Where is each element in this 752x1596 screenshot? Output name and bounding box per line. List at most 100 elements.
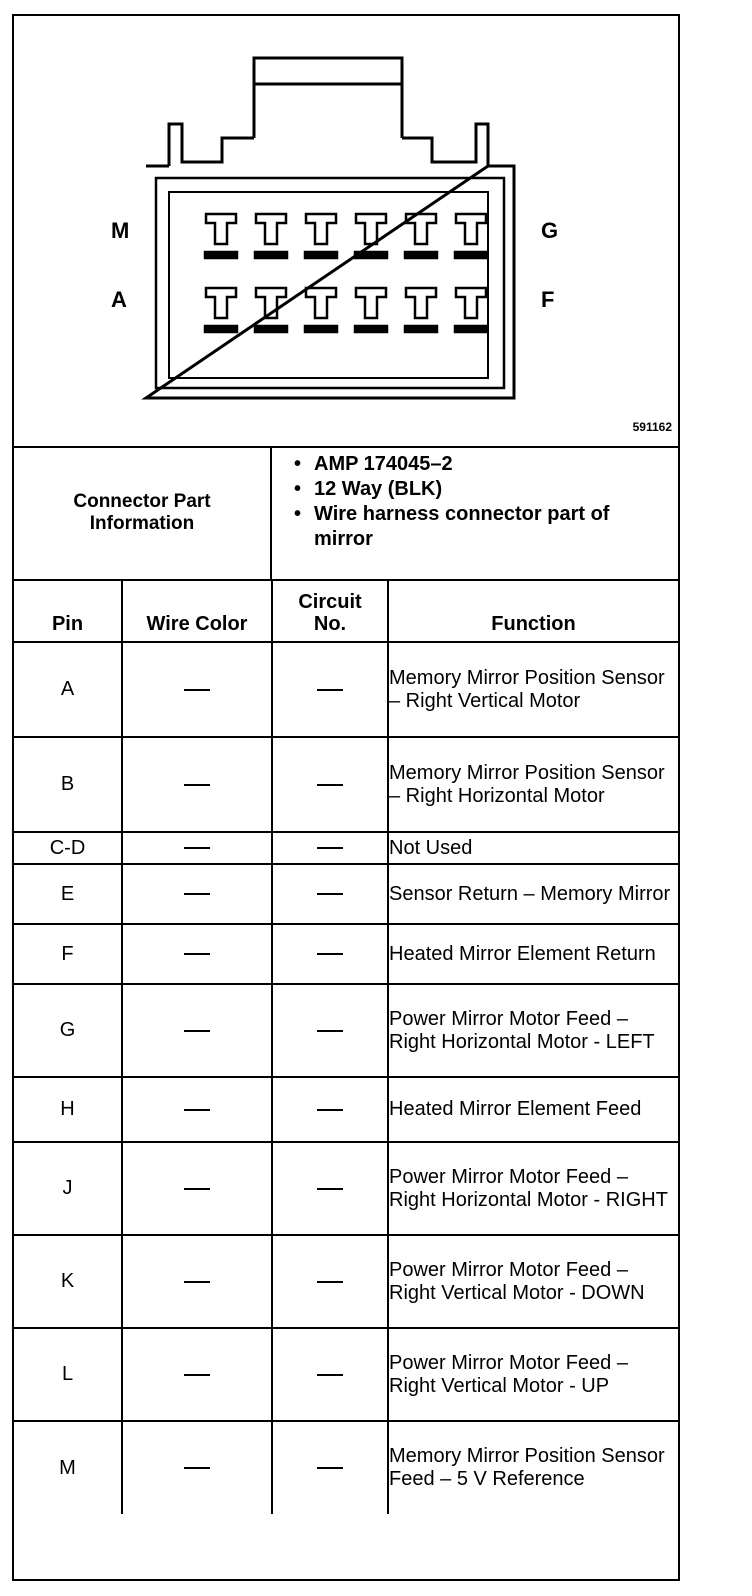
wire-color-cell xyxy=(121,983,273,1078)
table-row: F Heated Mirror Element Return xyxy=(14,923,678,985)
wire-color-cell xyxy=(121,1234,273,1329)
empty-dash xyxy=(184,1108,210,1111)
pin-cell: G xyxy=(14,983,123,1078)
function-cell: Power Mirror Motor Feed – Right Horizont… xyxy=(387,1141,678,1236)
circuit-cell xyxy=(271,1076,389,1143)
function-cell: Memory Mirror Position Sensor – Right Ve… xyxy=(387,641,678,738)
function-cell: Power Mirror Motor Feed – Right Vertical… xyxy=(387,1234,678,1329)
empty-dash xyxy=(184,1467,210,1470)
circuit-cell xyxy=(271,1141,389,1236)
connector-diagram: M G A F 591162 xyxy=(14,16,678,448)
pin-cell: L xyxy=(14,1327,123,1422)
empty-dash xyxy=(184,688,210,691)
function-cell: Not Used xyxy=(387,831,678,865)
table-row: L Power Mirror Motor Feed – Right Vertica… xyxy=(14,1327,678,1422)
empty-dash xyxy=(317,1280,343,1283)
circuit-cell xyxy=(271,641,389,738)
wire-color-cell xyxy=(121,1420,273,1514)
wire-color-cell xyxy=(121,641,273,738)
function-cell: Memory Mirror Position Sensor Feed – 5 V… xyxy=(387,1420,678,1514)
table-row: E Sensor Return – Memory Mirror xyxy=(14,863,678,925)
circuit-cell xyxy=(271,736,389,833)
terminal-icon xyxy=(303,212,339,260)
terminal-icon xyxy=(453,286,489,334)
empty-dash xyxy=(184,893,210,896)
circuit-cell xyxy=(271,923,389,985)
empty-dash xyxy=(317,688,343,691)
terminal-icon xyxy=(403,212,439,260)
pin-cell: K xyxy=(14,1234,123,1329)
header-pin: Pin xyxy=(14,579,123,643)
wire-color-cell xyxy=(121,1141,273,1236)
empty-dash xyxy=(317,893,343,896)
table-row: J Power Mirror Motor Feed – Right Horizon… xyxy=(14,1141,678,1236)
connector-drawing xyxy=(141,56,516,400)
circuit-cell xyxy=(271,983,389,1078)
table-row: C-D Not Used xyxy=(14,831,678,865)
pin-cell: E xyxy=(14,863,123,925)
function-cell: Heated Mirror Element Feed xyxy=(387,1076,678,1143)
header-function: Function xyxy=(387,579,678,643)
circuit-cell xyxy=(271,1327,389,1422)
wire-color-cell xyxy=(121,923,273,985)
table-row: G Power Mirror Motor Feed – Right Horizon… xyxy=(14,983,678,1078)
empty-dash xyxy=(317,1108,343,1111)
pin-cell: F xyxy=(14,923,123,985)
pin-rows: A Memory Mirror Position Sensor – Right V… xyxy=(14,641,678,1514)
header-circuit-no: Circuit No. xyxy=(271,579,389,643)
empty-dash xyxy=(317,1029,343,1032)
pin-cell: J xyxy=(14,1141,123,1236)
connector-sheet: M G A F 591162 Connector Part Informatio… xyxy=(12,14,680,1581)
terminal-icon xyxy=(403,286,439,334)
empty-dash xyxy=(184,847,210,850)
function-cell: Power Mirror Motor Feed – Right Horizont… xyxy=(387,983,678,1078)
terminal-icon xyxy=(453,212,489,260)
wire-color-cell xyxy=(121,736,273,833)
terminal-icon xyxy=(303,286,339,334)
table-row: M Memory Mirror Position Sensor Feed – 5 … xyxy=(14,1420,678,1514)
wire-color-cell xyxy=(121,1076,273,1143)
empty-dash xyxy=(184,953,210,956)
pin-cell: A xyxy=(14,641,123,738)
function-cell: Heated Mirror Element Return xyxy=(387,923,678,985)
function-cell: Sensor Return – Memory Mirror xyxy=(387,863,678,925)
part-number: AMP 174045–2 xyxy=(294,452,678,477)
empty-dash xyxy=(184,1029,210,1032)
row-label-g: G xyxy=(541,218,559,243)
empty-dash xyxy=(317,1373,343,1376)
circuit-cell xyxy=(271,1234,389,1329)
circuit-cell xyxy=(271,1420,389,1514)
connector-part-info-label: Connector Part Information xyxy=(14,446,272,579)
terminal-icon xyxy=(203,212,239,260)
wire-color-cell xyxy=(121,1327,273,1422)
connector-part-info-list: AMP 174045–2 12 Way (BLK) Wire harness c… xyxy=(272,446,678,579)
terminal-grid xyxy=(203,212,489,334)
terminal-icon xyxy=(253,212,289,260)
empty-dash xyxy=(317,953,343,956)
empty-dash xyxy=(317,847,343,850)
figure-id: 591162 xyxy=(632,420,672,434)
empty-dash xyxy=(184,1187,210,1190)
row-label-f: F xyxy=(541,287,555,312)
empty-dash xyxy=(317,1187,343,1190)
empty-dash xyxy=(317,783,343,786)
connector-note: Wire harness connector part of mirror xyxy=(294,502,678,552)
header-wire-color: Wire Color xyxy=(121,579,273,643)
row-label-a: A xyxy=(111,287,127,312)
circuit-cell xyxy=(271,831,389,865)
function-cell: Power Mirror Motor Feed – Right Vertical… xyxy=(387,1327,678,1422)
table-row: A Memory Mirror Position Sensor – Right V… xyxy=(14,641,678,738)
empty-dash xyxy=(184,1373,210,1376)
table-header-row: Pin Wire Color Circuit No. Function xyxy=(14,579,678,643)
empty-dash xyxy=(184,783,210,786)
function-cell: Memory Mirror Position Sensor – Right Ho… xyxy=(387,736,678,833)
wire-color-cell xyxy=(121,831,273,865)
pin-cell: C-D xyxy=(14,831,123,865)
pin-table: Pin Wire Color Circuit No. Function A Mem… xyxy=(14,579,678,1514)
pin-cell: M xyxy=(14,1420,123,1514)
terminal-icon xyxy=(253,286,289,334)
row-label-m: M xyxy=(111,218,130,243)
empty-dash xyxy=(317,1467,343,1470)
